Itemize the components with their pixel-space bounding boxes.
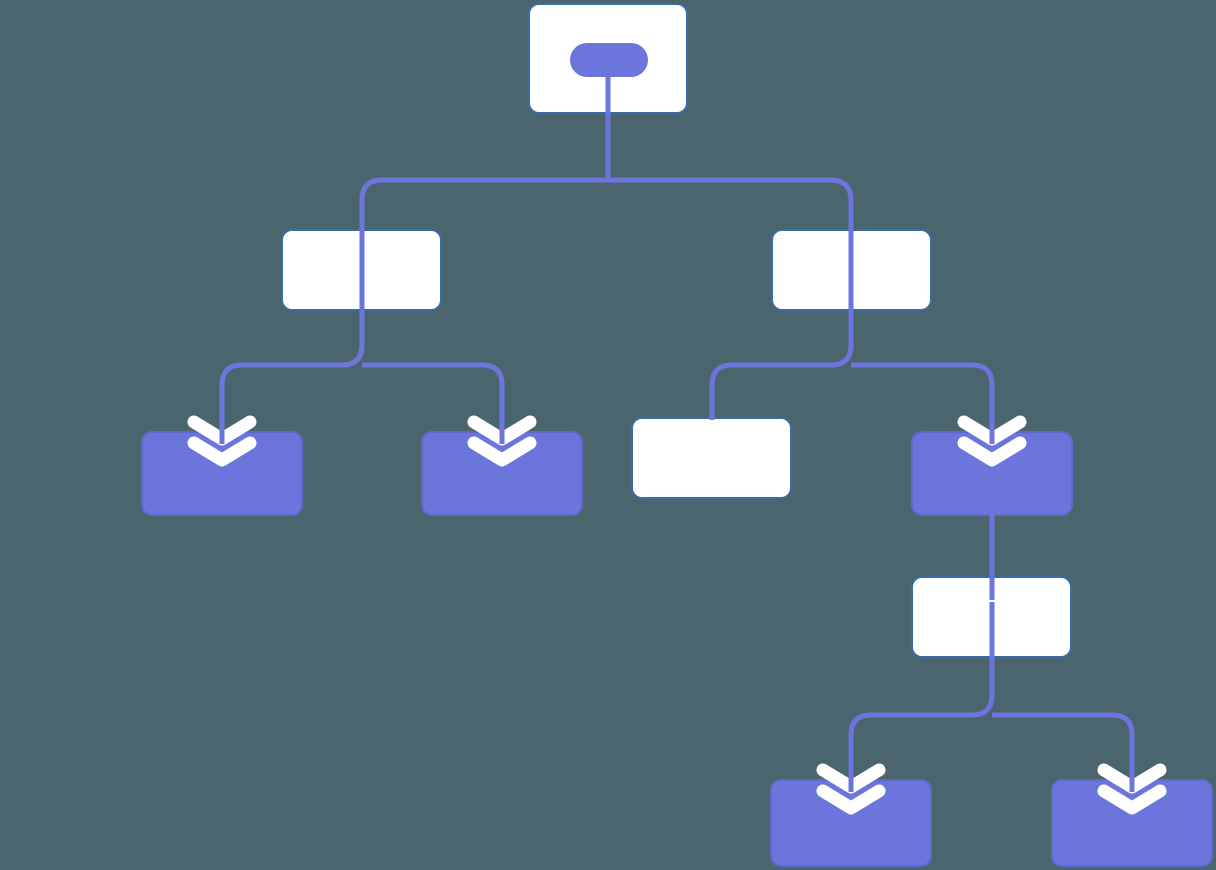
edge-overlay-n2-to-n6 bbox=[851, 362, 995, 440]
edge-overlay-n7-to-n8 bbox=[848, 602, 995, 790]
edges-overlay-layer bbox=[219, 43, 1135, 790]
edge-overlay-n1-to-n3 bbox=[219, 255, 365, 440]
edge-overlay-n7-to-n9 bbox=[992, 712, 1135, 790]
edge-overlay-n0-to-n1 bbox=[359, 43, 611, 332]
double-chevron-down-icon-stroke-1 bbox=[957, 436, 1027, 467]
edge-overlay-n0-to-n2 bbox=[608, 177, 854, 332]
double-chevron-down-icon-stroke-1 bbox=[816, 784, 886, 815]
arrow-markers-layer bbox=[187, 400, 1167, 815]
double-chevron-down-icon-stroke-1 bbox=[467, 436, 537, 467]
double-chevron-down-icon-stroke-1 bbox=[187, 436, 257, 467]
nodes-layer bbox=[141, 3, 1213, 867]
double-chevron-down-icon-stroke-1 bbox=[1097, 784, 1167, 815]
edge-overlay-n1-to-n4 bbox=[362, 362, 505, 440]
node-shape-n5[interactable] bbox=[631, 417, 792, 499]
node-n5[interactable] bbox=[631, 417, 792, 499]
edge-overlay-n2-to-n5 bbox=[709, 255, 854, 420]
